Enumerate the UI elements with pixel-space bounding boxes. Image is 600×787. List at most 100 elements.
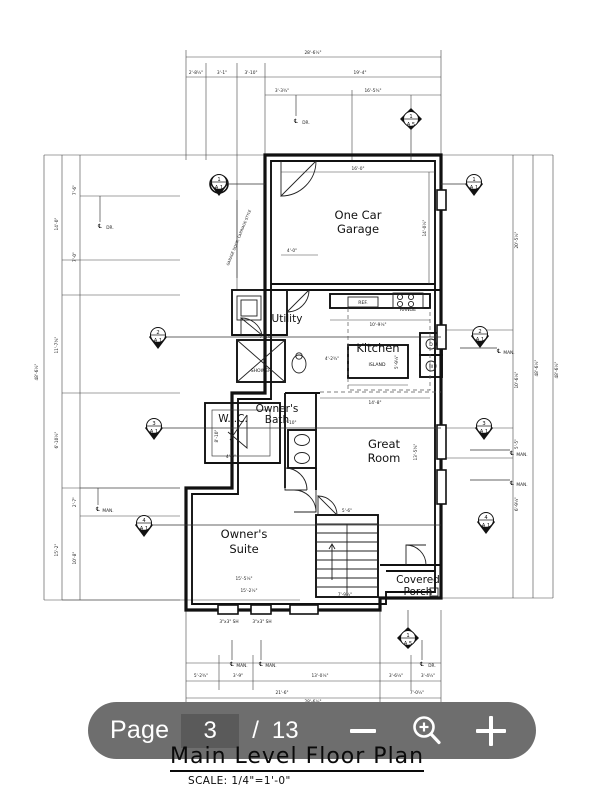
dim-text: 3'-10" [245, 70, 258, 76]
section-marker-2-left[interactable]: 2 A.1 [149, 327, 441, 350]
dimensions-top: 28'-6½" 2'-8½" 3'-1" 3'-10" 19'-4" 3'-3¾… [189, 49, 382, 94]
dim-text: 20'-5½" [513, 231, 520, 248]
centerline-label: DR. [106, 225, 114, 231]
note-garage-door: GARAGE DOOR, CARRIAGE STYLE [226, 208, 252, 266]
dim-text: 48'-6½" [533, 359, 540, 376]
zoom-controls [344, 712, 536, 750]
fixture-label-range: RANGE [400, 307, 416, 313]
dimensions-right: 48'-6½" 48'-6½" 20'-5½" 10'-6¼" 5'-5" 6'… [513, 231, 560, 511]
dimensions-left: 48'-6½" 14'-0" 7'-6" 7'-0" 11'-7¾" 6'-10… [33, 185, 78, 565]
page-title: Main Level Floor Plan [170, 744, 425, 772]
dim-text: 5'-6" [342, 508, 352, 514]
room-label-owners-bath-2: Bath [265, 414, 289, 426]
dim-text: 2'-7" [72, 497, 78, 507]
svg-text:℄: ℄ [96, 506, 100, 513]
fixture-label-washer: W [429, 364, 434, 370]
dim-text: 5'-9¼" [394, 355, 400, 369]
svg-text:℄: ℄ [510, 480, 514, 487]
marker-sheet: A.1 [470, 185, 478, 191]
dim-text: 15'-5¼" [235, 576, 252, 582]
dim-text: 5'-5" [514, 439, 520, 449]
dim-text: 10'-8" [72, 552, 78, 565]
page-number-input[interactable]: 3 [181, 713, 240, 748]
marker-num: 2 [156, 330, 159, 336]
dim-text: 8'-10" [214, 430, 220, 443]
fixture-label-ref: REF. [358, 300, 367, 306]
room-label-garage-2: Garage [337, 222, 379, 236]
dim-text: 3'-6¼" [389, 673, 403, 679]
detail-marker-bottom[interactable]: 1 A.5 [397, 610, 419, 649]
marker-sheet: A.1 [482, 523, 490, 529]
dim-text: 19'-4" [354, 70, 367, 76]
dim-text: 48'-6½" [553, 361, 560, 378]
marker-num: 1 [217, 177, 220, 183]
dim-text: 7'-10" [260, 334, 273, 340]
section-marker-3-right[interactable]: 3 A.1 [475, 418, 493, 441]
section-markers-left: 1 A.1 2 A.1 3 A.1 [135, 174, 441, 538]
dim-text: 3'-4½" [421, 672, 435, 679]
drawing-title-block: Main Level Floor Plan SCALE: 1/4"=1'-0" [170, 744, 470, 787]
section-markers-right: 1 A.1 2 A.1 3 A.1 4 [441, 174, 495, 535]
section-marker-2-right[interactable]: 2 A.1 [471, 326, 489, 349]
dim-text: 10'-9¼" [369, 322, 386, 328]
svg-text:℄: ℄ [259, 661, 263, 668]
plus-icon [476, 715, 506, 746]
dim-text: 7'-6" [72, 185, 78, 195]
dim-text: 6'-9¼" [514, 497, 520, 511]
marker-num: 4 [484, 515, 488, 521]
room-label-covered-porch: Covered [396, 574, 440, 586]
room-label-great-room: Great [368, 437, 401, 451]
dim-text: 28'-6½" [304, 49, 321, 56]
room-label-wic: W.I.C. [218, 413, 248, 425]
section-marker-1-right[interactable]: 1 A.1 [441, 174, 483, 197]
dim-text: 2'-8½" [189, 69, 203, 76]
marker-num: 1 [472, 177, 475, 183]
dimensions-interior: 16'-0" 14'-0½" 4'-0" 7'-10" 10'-9¼" 5'-9… [214, 166, 428, 598]
zoom-reset-button[interactable] [408, 712, 446, 750]
dim-text: 3"x3" SH [219, 619, 238, 625]
marker-num: 4 [142, 518, 146, 524]
section-marker-3-left[interactable]: 3 A.1 [145, 418, 441, 441]
dim-text: 7'-0" [72, 252, 78, 262]
detail-markers: 1 A.5 1 A.5 [397, 108, 422, 649]
total-pages-label: 13 [271, 716, 299, 744]
marker-num: 3 [152, 421, 155, 427]
svg-text:℄: ℄ [98, 223, 102, 230]
dim-text: 14'-8" [369, 400, 382, 406]
svg-text:℄: ℄ [497, 348, 501, 355]
detail-marker-top[interactable]: 1 A.5 [400, 108, 422, 160]
centerline-marks: ℄ DR. ℄ MAN. ℄ DR. ℄ MAN. ℄ MAN. [96, 95, 528, 669]
centerline-label: MAN. [102, 508, 113, 514]
zoom-out-button[interactable] [344, 712, 382, 750]
section-marker-4-left[interactable]: 4 A.1 [135, 515, 441, 538]
marker-sheet: A.1 [154, 338, 162, 344]
room-label-garage: One Car [335, 208, 382, 222]
pdf-viewer-toolbar: Page 3 / 13 [88, 702, 536, 759]
section-marker-4-right[interactable]: 4 A.1 [477, 512, 495, 535]
room-label-owners-bath: Owner's [256, 403, 299, 415]
fixture-label-island: ISLAND [368, 362, 386, 368]
section-marker-1-left[interactable]: 1 A.1 [209, 174, 265, 197]
dim-text: 16'-5¾" [364, 88, 381, 94]
zoom-in-button[interactable] [472, 712, 510, 750]
centerline-label: MAN. [236, 663, 247, 669]
fixture-labels: ISLAND REF. RANGE SHOWER D W [251, 300, 434, 374]
marker-num: 1 [409, 114, 412, 120]
room-label-utility: Utility [272, 313, 303, 325]
dimensions-bottom: 28'-6½" 21'-6" 7'-0½" 5'-2¾" 3'-9" 13'-0… [194, 619, 435, 705]
dim-text: 16'-0" [352, 166, 365, 172]
centerline-label: MAN. [516, 452, 527, 458]
annotation-notes: GARAGE DOOR, CARRIAGE STYLE [226, 208, 252, 266]
magnifier-plus-icon [413, 715, 441, 744]
dim-text: 11'-7¾" [54, 336, 60, 353]
centerline-label: MAN. [516, 482, 527, 488]
room-labels: One Car Garage Kitchen Great Room Owner'… [218, 208, 440, 598]
svg-text:℄: ℄ [420, 661, 424, 668]
dim-text: 10'-6¼" [514, 371, 520, 388]
dim-text: 21'-6" [276, 690, 289, 696]
dim-text: 3'-1" [217, 70, 227, 76]
dim-text: 5'-2¾" [194, 673, 208, 679]
marker-sheet: A.1 [480, 429, 488, 435]
